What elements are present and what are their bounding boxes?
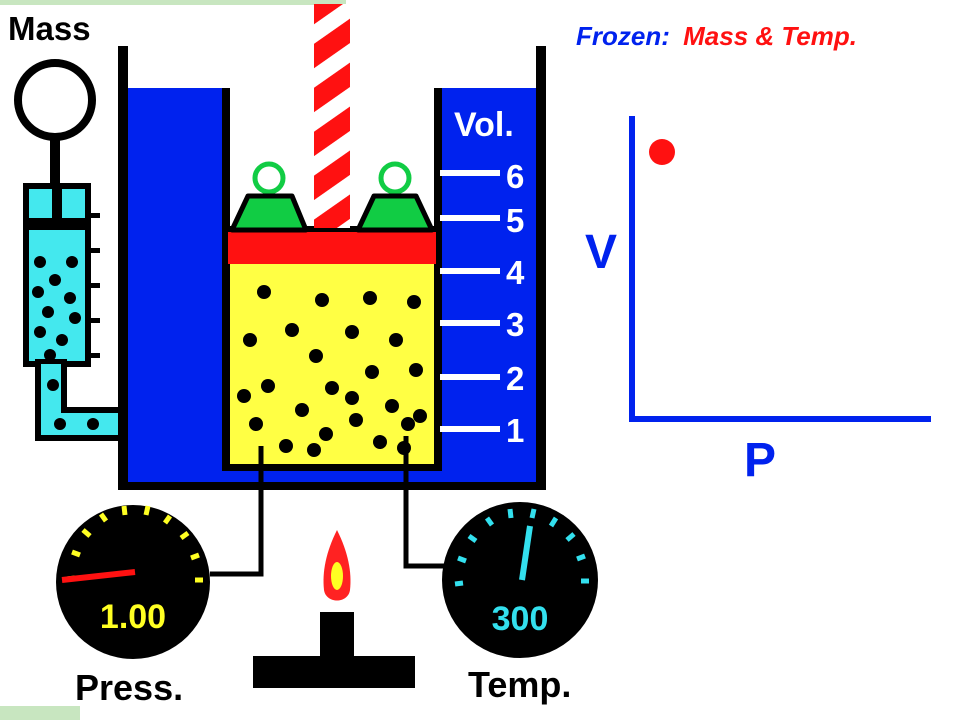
pressure-wire [210,446,264,577]
volume-tick-4: 4 [506,254,525,291]
water-bath [118,46,546,490]
temperature-needle [519,525,533,581]
frozen-caption: Frozen: Mass & Temp. [576,21,857,51]
volume-tick-3: 3 [506,306,524,343]
bottom-green-strip [0,706,80,720]
bunsen-burner-icon[interactable] [253,612,415,688]
gas-particles [237,285,427,457]
volume-tick-6: 6 [506,158,524,195]
weight-icon-2[interactable] [355,161,435,233]
top-green-strip [0,0,346,5]
frozen-items: Mass & Temp. [683,21,857,51]
pressure-value: 1.00 [100,598,166,636]
flame-icon [323,530,351,601]
volume-tick-1: 1 [506,412,524,449]
pressure-gauge: 1.00 [56,505,210,659]
volume-tick-2: 2 [506,360,524,397]
p-axis-label: P [744,434,776,487]
frozen-prefix: Frozen: [576,21,670,51]
weight-icon[interactable] [229,161,309,233]
mass-knob-icon[interactable] [14,59,96,187]
temperature-wire [403,436,452,569]
pressure-needle [61,569,136,583]
volume-tick-5: 5 [506,202,524,239]
piston[interactable] [228,226,436,264]
p-axis-line [629,416,931,422]
syringe[interactable] [23,183,100,367]
v-axis-label: V [585,226,617,279]
volume-scale: 6 5 4 3 2 1 [440,158,525,449]
syringe-particles [32,256,81,361]
state-point [649,139,675,165]
temperature-gauge: 300 [442,502,598,658]
pressure-label: Press. [75,667,183,708]
mass-label: Mass [8,10,91,47]
temperature-value: 300 [492,600,549,638]
temperature-label: Temp. [468,664,571,705]
pv-plot: V P [585,116,931,487]
volume-label: Vol. [454,106,514,144]
v-axis-line [629,116,635,422]
piston-rod [314,4,350,228]
